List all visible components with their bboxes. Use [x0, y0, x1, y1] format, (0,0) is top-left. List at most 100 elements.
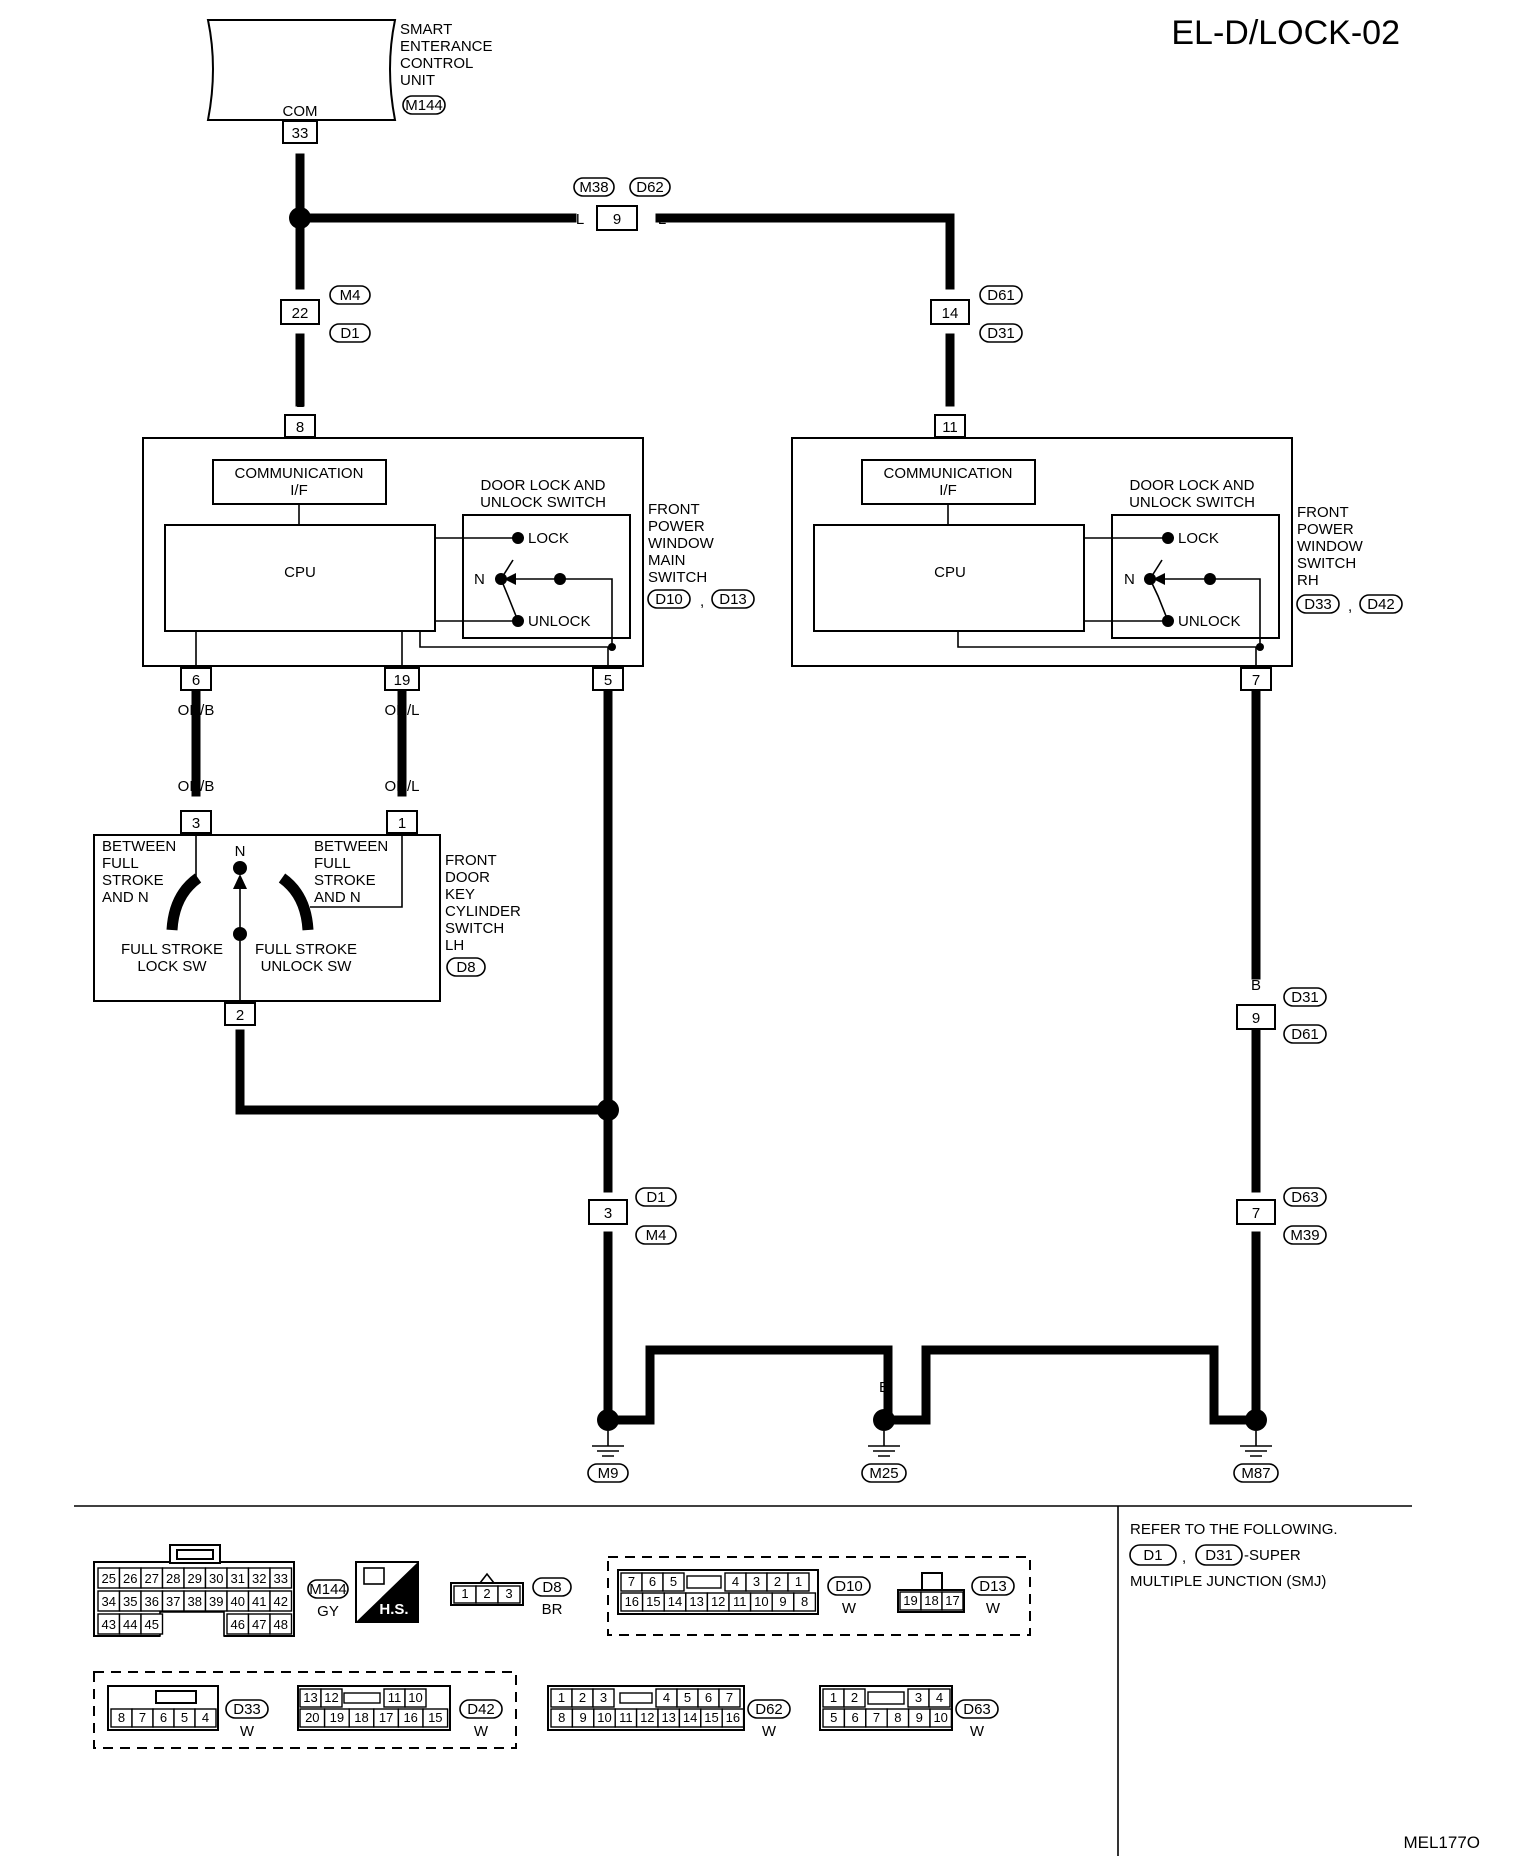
- pin-cell: [718, 1688, 741, 1708]
- cpu-label: CPU: [934, 564, 966, 581]
- lock-label: LOCK: [1178, 530, 1219, 547]
- pin-number: 6: [160, 1710, 167, 1725]
- connector-tag: D63: [1291, 1189, 1319, 1206]
- pin-number: 11: [388, 1690, 402, 1705]
- main-switch-label: POWER: [648, 518, 705, 535]
- note-suffix: -SUPER: [1244, 1547, 1301, 1564]
- pin-number: 20: [305, 1710, 319, 1725]
- note-tag: D1: [1143, 1547, 1162, 1564]
- rh-switch-label: POWER: [1297, 521, 1354, 538]
- d62-color: W: [762, 1723, 777, 1740]
- pin-number: 14: [668, 1594, 682, 1609]
- wire-label: L: [296, 394, 304, 411]
- pin-number: 41: [252, 1594, 266, 1609]
- main-switch-label: SWITCH: [648, 569, 707, 586]
- neutral-label: N: [474, 571, 485, 588]
- pin-number: 38: [188, 1594, 202, 1609]
- pin-number: 10: [597, 1710, 611, 1725]
- pin-number: 1: [461, 1586, 468, 1601]
- pin-number: 7: [873, 1710, 880, 1725]
- pin-number: 19: [903, 1593, 917, 1608]
- wire-label: B: [1209, 1379, 1219, 1396]
- wire-label: L: [576, 211, 584, 228]
- secu-pin-33: 33: [292, 125, 309, 142]
- pin-number: 10: [754, 1594, 768, 1609]
- harness-side-icon: H.S.: [355, 1561, 419, 1623]
- pin-number: 33: [274, 1571, 288, 1586]
- main-switch-label: FRONT: [648, 501, 700, 518]
- wire-label: L: [658, 211, 666, 228]
- wire-label: OR/L: [384, 702, 419, 719]
- rh-switch-label: FRONT: [1297, 504, 1349, 521]
- diagram-code: EL-D/LOCK-02: [1171, 14, 1400, 52]
- connector-tag: [827, 1576, 871, 1596]
- pin-number: 12: [324, 1690, 338, 1705]
- wire-b-keycyl: [235, 1029, 613, 1115]
- keycyl-label: STROKE: [314, 872, 376, 889]
- d42-color: W: [474, 1723, 489, 1740]
- smj-note: REFER TO THE FOLLOWING. D1 , D31 -SUPER …: [1129, 1521, 1338, 1590]
- pin-cell: [843, 1688, 866, 1708]
- group-d33-d42: [93, 1671, 517, 1749]
- wire-label: B: [603, 1379, 613, 1396]
- connector-tag: [532, 1577, 572, 1597]
- pin-number: 42: [274, 1594, 288, 1609]
- d33-color: W: [240, 1723, 255, 1740]
- pin-cell: [422, 1708, 449, 1728]
- comma-separator: ,: [1348, 598, 1352, 615]
- keycyl-label: BETWEEN: [102, 838, 176, 855]
- pin-number: 18: [354, 1710, 368, 1725]
- connector-pin: 9: [1252, 1010, 1260, 1027]
- connector-tag: D1: [340, 325, 359, 342]
- pin-number: 13: [661, 1710, 675, 1725]
- d42-tag: D42: [467, 1701, 495, 1718]
- wires: [191, 153, 1261, 1425]
- pin-number: 5: [181, 1710, 188, 1725]
- pin-cell: [497, 1585, 521, 1604]
- d33-tag: D33: [233, 1701, 261, 1718]
- unlock-sw-label: FULL STROKE: [255, 941, 357, 958]
- keycyl-title: SWITCH: [445, 920, 504, 937]
- keycyl-label: BETWEEN: [314, 838, 388, 855]
- pin-number: 11: [619, 1710, 633, 1725]
- ground-label: M87: [1241, 1465, 1270, 1482]
- comma-separator: ,: [700, 593, 704, 610]
- pin-number: 1: [795, 1574, 802, 1589]
- m144-tag: M144: [309, 1581, 347, 1598]
- keycyl-label: FULL: [314, 855, 351, 872]
- connector-tag: D8: [456, 959, 475, 976]
- d13-tag: D13: [979, 1578, 1007, 1595]
- pin-number: 10: [408, 1690, 422, 1705]
- pin-number: 40: [231, 1594, 245, 1609]
- lock-sw-label: LOCK SW: [137, 958, 207, 975]
- pin-number: 3: [753, 1574, 760, 1589]
- unlock-label: UNLOCK: [528, 613, 591, 630]
- pin-number: 4: [732, 1574, 739, 1589]
- pin-number: 16: [625, 1594, 639, 1609]
- connector-tag: D13: [719, 591, 747, 608]
- pin-number: 12: [640, 1710, 654, 1725]
- connector-pin: 7: [1252, 1205, 1260, 1222]
- figure-id: MEL177O: [1403, 1833, 1480, 1852]
- pin-number: 5: [684, 1690, 691, 1705]
- connector-tag: M4: [646, 1227, 667, 1244]
- pin-cell: [320, 1688, 343, 1708]
- secu-label-2: ENTERANCE: [400, 38, 493, 55]
- wire-label: B: [879, 1379, 889, 1396]
- splice-dot: [597, 1099, 619, 1121]
- connector-key: [867, 1691, 905, 1705]
- rh-switch-label: SWITCH: [1297, 555, 1356, 572]
- connector-tag: D61: [1291, 1026, 1319, 1043]
- pin-cell: [269, 1590, 293, 1612]
- pin-number: 2: [851, 1690, 858, 1705]
- rh-switch-label: RH: [1297, 572, 1319, 589]
- secu-label-4: UNIT: [400, 72, 435, 89]
- pin-number: 7: [139, 1710, 146, 1725]
- pin-number: 2: [579, 1690, 586, 1705]
- wire-label: OR/B: [178, 778, 215, 795]
- wire-label: OR/B: [178, 702, 215, 719]
- pin-number: 27: [145, 1571, 159, 1586]
- pin-number: 9: [779, 1594, 786, 1609]
- cpu-label: CPU: [284, 564, 316, 581]
